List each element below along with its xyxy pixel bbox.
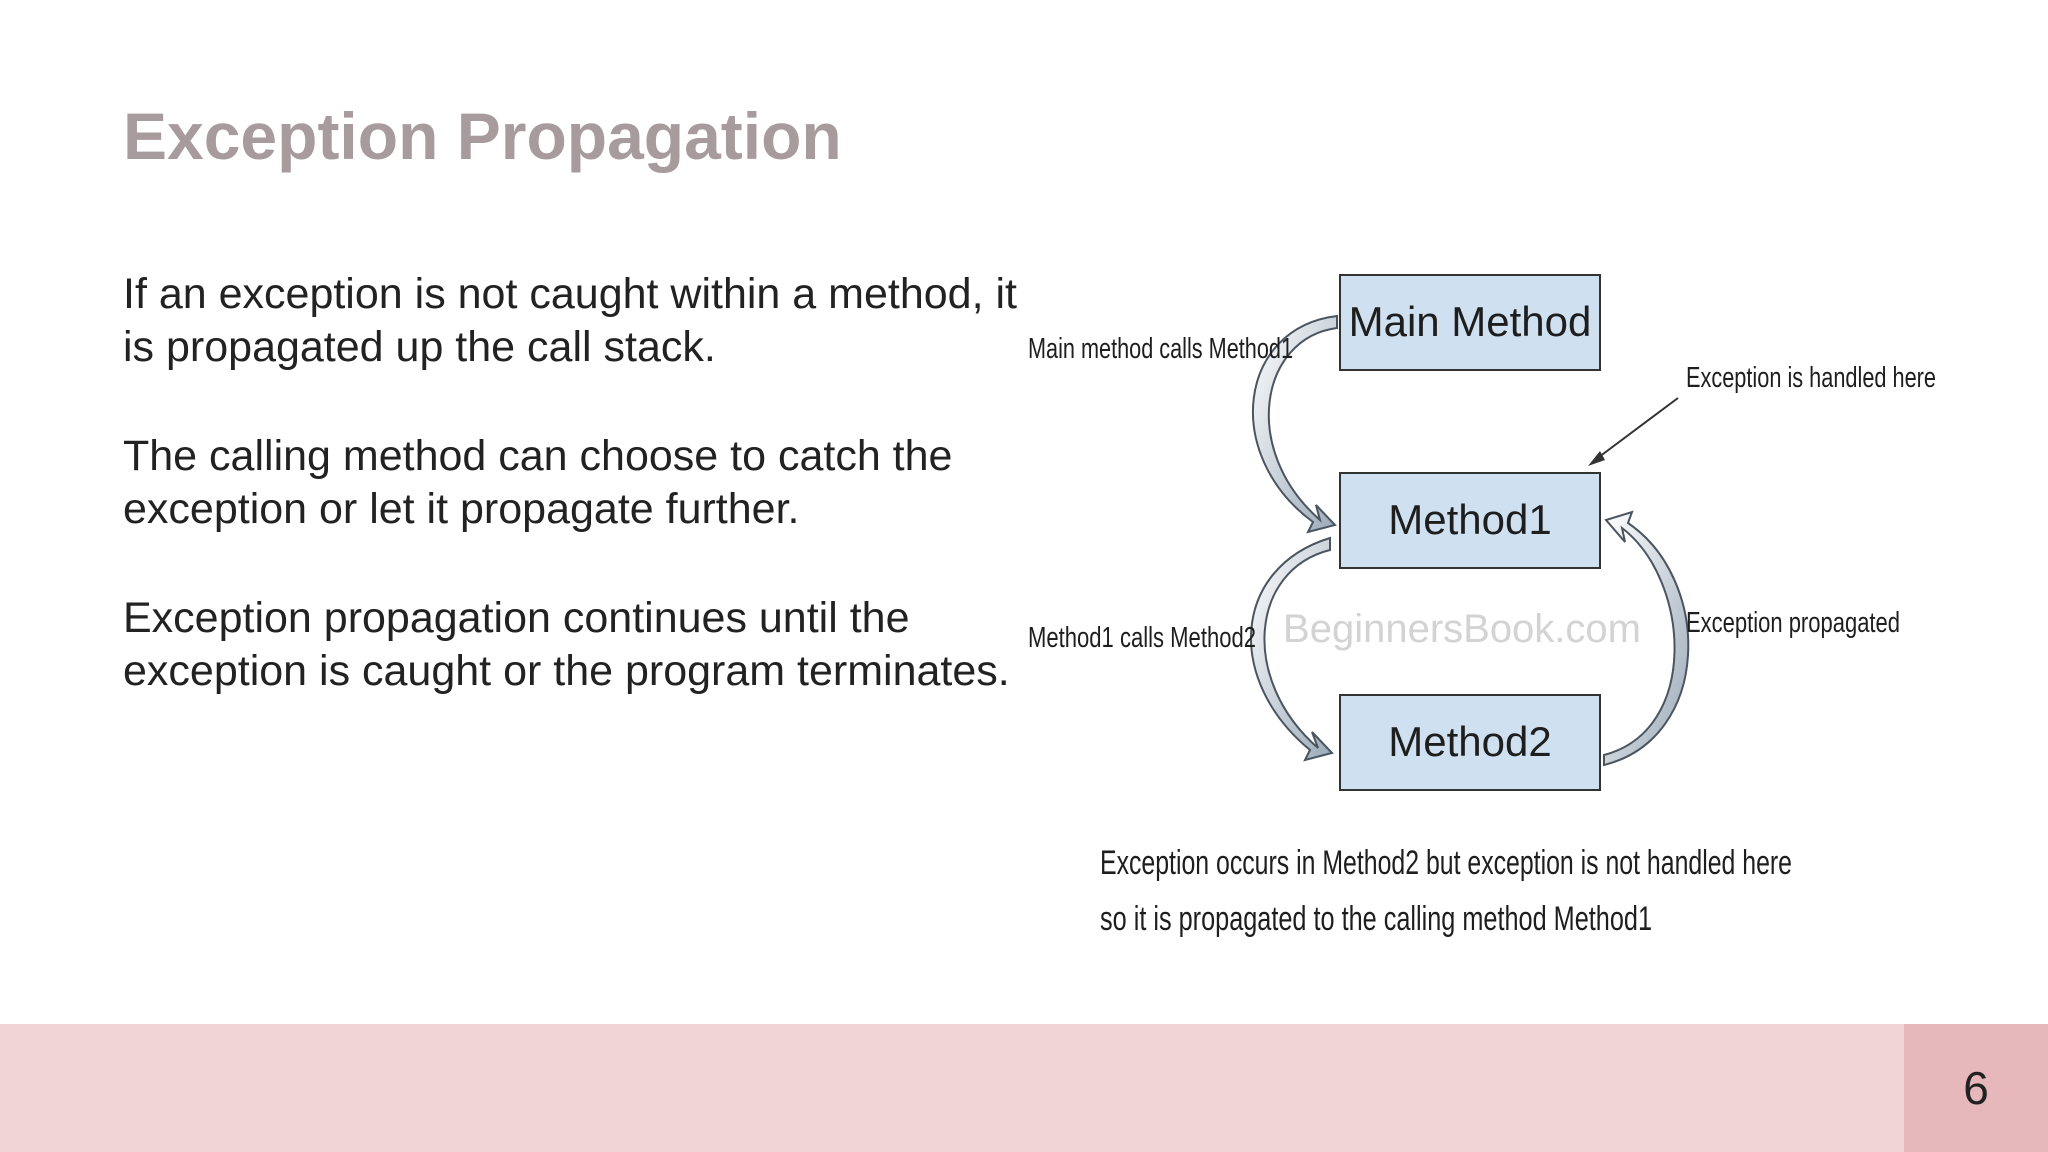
arrow-handled-here bbox=[1588, 397, 1679, 466]
page-number-box: 6 bbox=[1904, 1024, 2048, 1152]
method1-box: Method1 bbox=[1339, 472, 1601, 569]
slide-title: Exception Propagation bbox=[123, 99, 842, 173]
label-exception-handled-here: Exception is handled here bbox=[1686, 362, 1936, 394]
watermark-text: BeginnersBook.com bbox=[1283, 607, 1641, 651]
page-number: 6 bbox=[1963, 1062, 1989, 1114]
caption-line-1: Exception occurs in Method2 but exceptio… bbox=[1100, 844, 1792, 882]
paragraph-2: The calling method can choose to catch t… bbox=[123, 432, 953, 533]
diagram-svg: BeginnersBook.com Main Method Method1 Me… bbox=[1028, 274, 1936, 938]
paragraph-3: Exception propagation continues until th… bbox=[123, 594, 1010, 695]
slide-body: If an exception is not caught within a m… bbox=[123, 268, 1023, 754]
label-main-calls-method1: Main method calls Method1 bbox=[1028, 333, 1293, 365]
method1-label: Method1 bbox=[1388, 496, 1551, 543]
paragraph-1: If an exception is not caught within a m… bbox=[123, 270, 1017, 371]
exception-propagation-diagram: BeginnersBook.com Main Method Method1 Me… bbox=[1000, 250, 2000, 970]
caption-line-2: so it is propagated to the calling metho… bbox=[1100, 900, 1652, 938]
label-exception-propagated: Exception propagated bbox=[1686, 607, 1900, 639]
method2-label: Method2 bbox=[1388, 718, 1551, 765]
label-method1-calls-method2: Method1 calls Method2 bbox=[1028, 622, 1256, 654]
arrow-main-to-method1 bbox=[1252, 314, 1338, 534]
main-method-label: Main Method bbox=[1349, 298, 1592, 345]
method2-box: Method2 bbox=[1339, 694, 1601, 791]
arrow-exception-propagated bbox=[1603, 510, 1690, 767]
footer-bar: 6 bbox=[0, 1024, 2048, 1152]
arrow-method1-to-method2 bbox=[1250, 536, 1334, 762]
main-method-box: Main Method bbox=[1339, 274, 1601, 371]
